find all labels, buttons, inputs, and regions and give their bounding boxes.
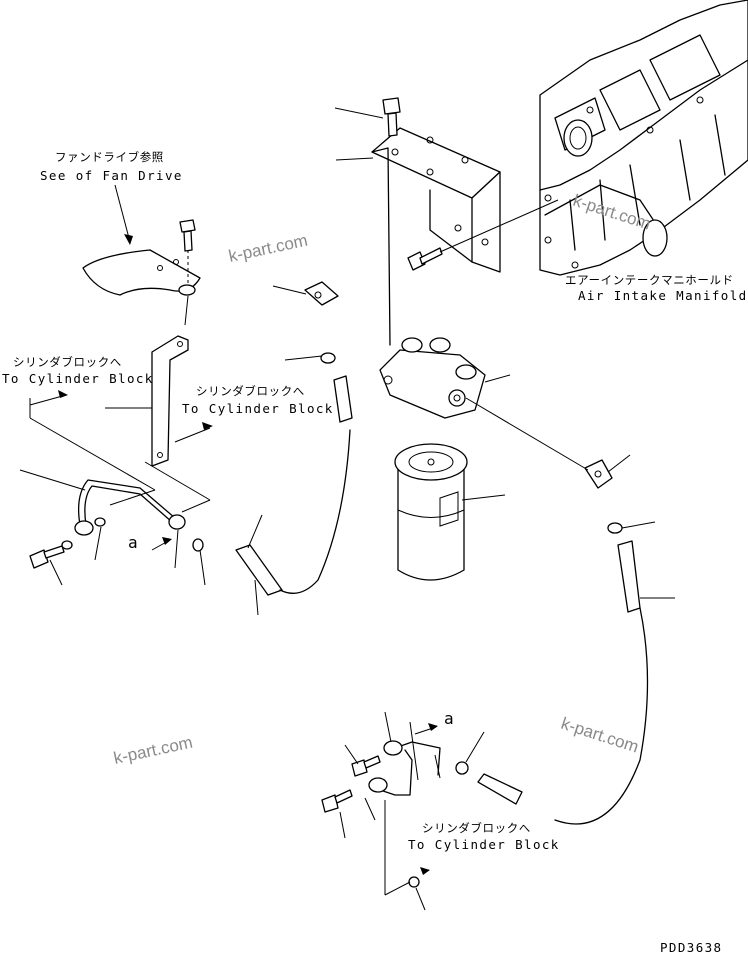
bolt-top [382, 97, 401, 137]
label-cyl-block-3-en: To Cylinder Block [408, 837, 560, 852]
leader-head-connector [465, 397, 589, 471]
hose-right [554, 540, 649, 825]
watermark: k-part.com [112, 733, 194, 768]
hose-left [235, 375, 353, 596]
bolt-bracket [407, 247, 443, 271]
washer-bottom [408, 876, 420, 888]
hose-bottom-end [477, 773, 523, 805]
watermark: k-part.com [227, 231, 309, 266]
filter-bracket [371, 127, 501, 346]
fuel-pipe-bottom [368, 740, 441, 796]
label-cyl-block-2-en: To Cylinder Block [182, 401, 334, 416]
label-cyl-block-2-jp: シリンダブロックへ [196, 384, 305, 398]
support-stay [151, 335, 189, 467]
label-cyl-block-1-jp: シリンダブロックへ [13, 355, 122, 369]
label-fan-drive-jp: ファンドライブ参照 [55, 150, 164, 164]
filter-head [379, 337, 486, 419]
fan-drive-plate [82, 249, 201, 296]
label-cyl-block-1-en: To Cylinder Block [2, 371, 154, 386]
leader-lines [19, 107, 675, 911]
clip-left [192, 538, 204, 552]
elbow-connector-left [304, 281, 339, 306]
bolt-bottom-2 [321, 789, 353, 813]
bolt-bottom-1 [351, 755, 381, 777]
clip-bottom [455, 761, 469, 775]
elbow-connector-right [584, 459, 613, 489]
drawing-code: PDD3638 [660, 940, 722, 955]
label-manifold-en: Air Intake Manifold [578, 288, 748, 303]
label-fan-drive-en: See of Fan Drive [40, 168, 183, 183]
clip-right [607, 522, 623, 534]
washer-left-1 [61, 540, 73, 550]
label-cyl-block-3-jp: シリンダブロックへ [422, 821, 531, 835]
washer-fan [178, 284, 196, 296]
ref-mark-a-left: a [128, 533, 138, 552]
bolt-fan [179, 219, 196, 252]
fuel-pipe-left [74, 479, 186, 536]
washer-left-2 [94, 517, 106, 527]
ref-mark-a-bottom: a [444, 709, 454, 728]
bolt-left [29, 545, 65, 569]
label-manifold-jp: エアーインテークマニホールド [565, 273, 734, 287]
watermark: k-part.com [559, 714, 641, 757]
fuel-filter-cartridge [394, 443, 468, 581]
arrowheads [29, 184, 438, 875]
leader-bracket-manifold [439, 199, 559, 253]
air-intake-manifold [539, 0, 748, 276]
clip-mid [320, 352, 336, 364]
